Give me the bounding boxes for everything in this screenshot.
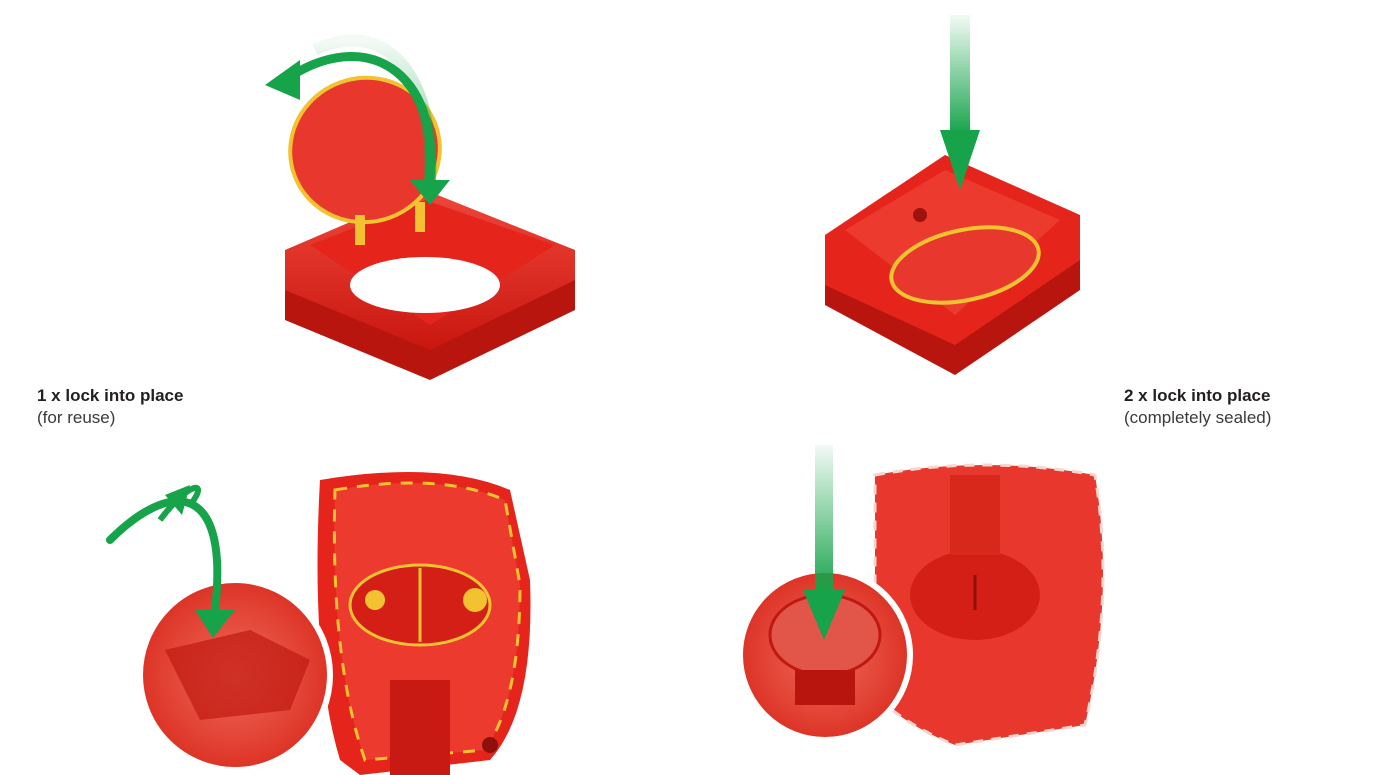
caption-left-title: 1 x lock into place — [37, 385, 183, 407]
caption-left: 1 x lock into place (for reuse) — [37, 385, 183, 429]
caption-left-subtitle: (for reuse) — [37, 407, 183, 429]
lid-underside-reuse-illustration — [110, 460, 570, 775]
caption-right-title: 2 x lock into place — [1124, 385, 1271, 407]
lid-open-flap-illustration — [255, 30, 585, 390]
lid-underside-sealed-illustration — [735, 445, 1115, 775]
caption-right: 2 x lock into place (completely sealed) — [1124, 385, 1271, 429]
caption-right-subtitle: (completely sealed) — [1124, 407, 1271, 429]
lid-sealed-illustration — [815, 15, 1095, 390]
